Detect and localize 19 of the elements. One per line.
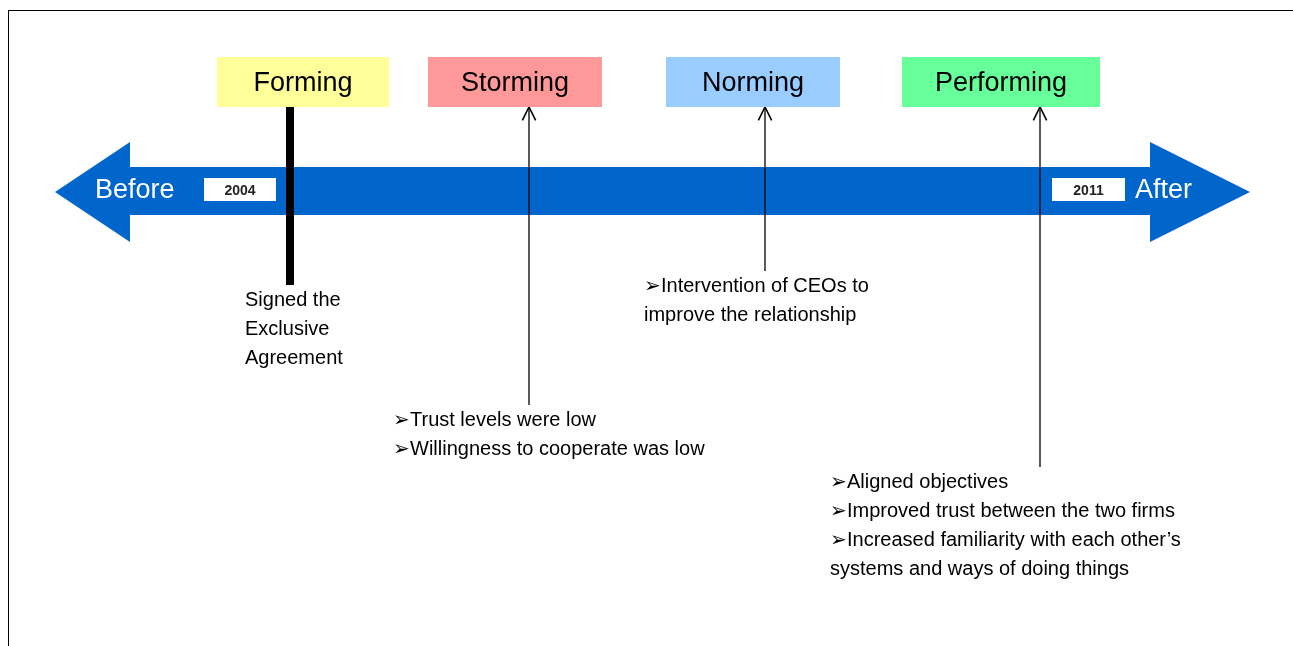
note-text: ➢Increased familiarity with each other’s systems and ways of doing things xyxy=(830,527,1182,581)
stage-box: Storming xyxy=(428,57,602,107)
note-text: Signed the Exclusive Agreement xyxy=(245,287,344,370)
arrow xyxy=(1032,106,1048,468)
note-text: ➢Trust levels were low xyxy=(393,407,597,432)
arrow xyxy=(521,106,537,406)
note-text: ➢Improved trust between the two firms xyxy=(830,498,1176,523)
note-text: ➢Aligned objectives xyxy=(830,469,1010,494)
year-label: 2004 xyxy=(204,178,276,201)
note-text: ➢Intervention of CEOs to improve the relationship xyxy=(644,273,870,327)
end-label: After xyxy=(1135,174,1193,205)
stage-box: Performing xyxy=(902,57,1100,107)
marker-bar xyxy=(286,107,294,285)
year-label: 2011 xyxy=(1052,178,1125,201)
arrow xyxy=(757,106,773,272)
note-text: ➢Willingness to cooperate was low xyxy=(393,436,706,461)
start-label: Before xyxy=(95,174,175,205)
stage-box: Norming xyxy=(666,57,840,107)
stage-box: Forming xyxy=(217,57,389,107)
